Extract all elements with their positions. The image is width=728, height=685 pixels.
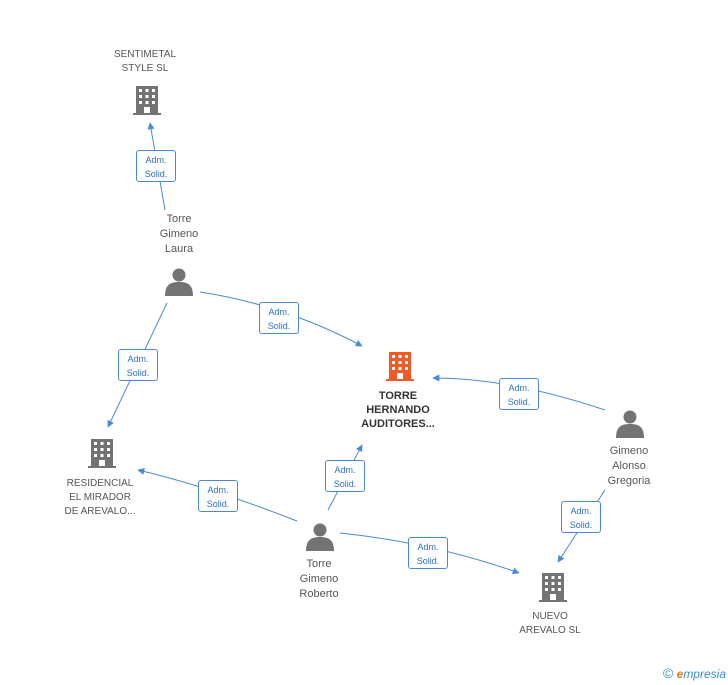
brand-logo-initial: e — [676, 667, 684, 681]
edge-label-roberto-residencial[interactable]: Adm. Solid. — [198, 480, 238, 512]
edge-label-laura-torre-hernando[interactable]: Adm. Solid. — [259, 302, 299, 334]
node-label-torre-laura[interactable]: Torre Gimeno Laura — [159, 213, 199, 255]
edge-label-roberto-torre-hernando[interactable]: Adm. Solid. — [325, 460, 365, 492]
edges — [107, 122, 606, 575]
node-label-sentimetal[interactable]: SENTIMETAL STYLE SL — [113, 49, 177, 74]
brand-logo-name: mpresia — [683, 667, 726, 681]
building-icon[interactable] — [88, 439, 116, 468]
person-icon[interactable] — [616, 410, 644, 439]
node-label-residencial[interactable]: RESIDENCIAL EL MIRADOR DE AREVALO... — [64, 478, 136, 517]
person-icon[interactable] — [306, 523, 334, 552]
edge-label-laura-sentimetal[interactable]: Adm. Solid. — [136, 150, 176, 182]
building-icon[interactable] — [133, 86, 161, 115]
node-label-gimeno-gregoria[interactable]: Gimeno Alonso Gregoria — [607, 445, 651, 487]
edge-label-gregoria-torre-hernando[interactable]: Adm. Solid. — [499, 378, 539, 410]
node-label-nuevo-arevalo[interactable]: NUEVO AREVALO SL — [519, 611, 581, 636]
person-icon[interactable] — [165, 268, 193, 297]
brand-footer: © empresia — [663, 665, 726, 681]
node-label-torre-hernando[interactable]: TORRE HERNANDO AUDITORES... — [361, 390, 435, 430]
node-label-torre-roberto[interactable]: Torre Gimeno Roberto — [299, 558, 339, 600]
building-icon[interactable] — [386, 352, 414, 381]
copyright-icon: © — [662, 665, 674, 681]
edge-label-laura-residencial[interactable]: Adm. Solid. — [118, 349, 158, 381]
edge-label-gregoria-nuevo-arevalo[interactable]: Adm. Solid. — [561, 501, 601, 533]
building-icon[interactable] — [539, 573, 567, 602]
edge-label-roberto-nuevo-arevalo[interactable]: Adm. Solid. — [408, 537, 448, 569]
